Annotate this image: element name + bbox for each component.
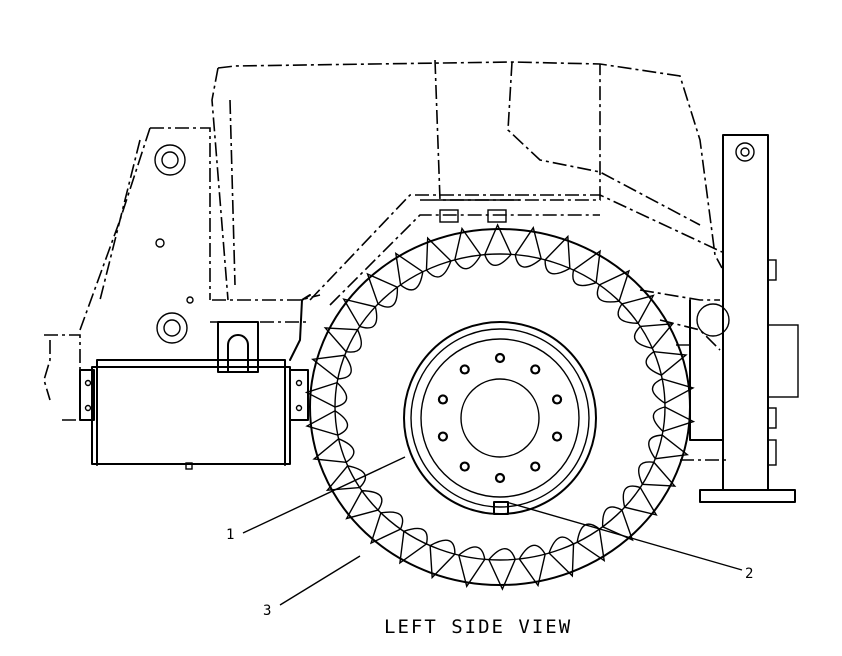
tire-tread-lug [425,236,452,278]
tire-tread-lug [572,249,601,287]
callout-1: 1 [226,527,235,543]
tire-tread-lug [345,490,383,520]
tire-tread-lug [652,406,696,433]
rim-bolt [551,394,563,405]
tire-tread-lug [342,298,378,329]
valve-stem [493,501,509,515]
rim-bolt [530,364,541,375]
tire-tread-lug [576,523,606,563]
tire-tread-lug [429,539,456,580]
rim-bolt [459,364,470,375]
tire-tread-lug [651,378,695,405]
callout-2: 2 [745,566,754,582]
front-arm-pivots [154,144,194,344]
rim-bolt [437,431,449,442]
rim-bolt [494,352,506,364]
tire-tread-lug [548,536,575,578]
tire-tread-lug [369,511,404,545]
tire-tread-lug [544,234,571,275]
tire-tread-lug [458,546,486,588]
view-title: LEFT SIDE VIEW [384,616,573,638]
tire-tread-lug [622,485,658,516]
tire-tread-lug [305,409,349,436]
tire-tread-lug [638,461,677,487]
tire-tread-lug [394,251,424,291]
leader-line-2 [505,501,743,571]
axle-mount [420,199,520,223]
tire-tread-lug [648,434,689,460]
machine-body-outline [43,59,730,461]
callout-3: 3 [263,603,272,619]
tire-tread-lug [304,381,348,408]
tire-tread-lug [311,354,352,380]
tire-tread-lug [488,547,516,591]
tire-tread-lug [312,438,355,463]
tire-tread-lug [518,544,546,588]
tire-tread-lug [323,327,362,353]
rim-bolt [551,431,563,442]
tire-tread-lug [645,351,688,376]
wheel-rim [403,321,597,515]
tire-tread-lug [514,226,542,268]
tire-tread-lug [325,465,367,491]
rim-bolt [459,461,470,472]
tire-tread-lug [596,269,631,303]
tire-tread-lug [454,226,482,270]
tire-tread-lug [399,527,428,565]
tire-tread-lug [366,272,399,308]
rim-bolt [494,472,506,484]
tire-tread-lug [484,223,512,267]
leader-line-1 [242,456,406,534]
tire [304,223,696,591]
tire-tread-lug [601,506,634,542]
front-box [79,294,311,470]
tire-tread-lug [633,323,675,349]
rear-post [676,134,799,503]
leader-line-3 [279,555,361,606]
leader-lines [242,456,743,606]
rim-bolt [437,394,449,405]
tire-tread-lug [617,294,655,324]
rim-bolt [530,461,541,472]
